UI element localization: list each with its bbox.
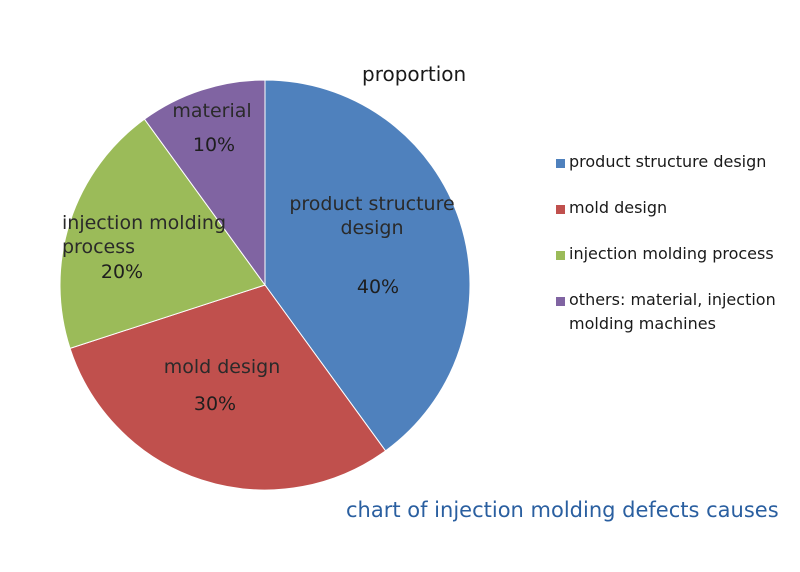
legend-label: mold design [569, 198, 668, 217]
slice-percent-label: 10% [193, 134, 235, 156]
slice-label: mold design [164, 356, 281, 378]
chart-legend: product structure design mold design inj… [556, 150, 796, 336]
slice-label: material [172, 100, 251, 122]
legend-swatch [556, 297, 565, 306]
legend-label: injection molding process [569, 244, 774, 263]
legend-swatch [556, 205, 565, 214]
legend-swatch [556, 159, 565, 168]
legend-label: others: material, injection molding mach… [569, 290, 776, 333]
legend-item-others: others: material, injection molding mach… [556, 288, 796, 336]
pie-slice-product-structure-design [264, 79, 471, 452]
chart-caption: chart of injection molding defects cause… [346, 498, 779, 522]
slice-percent-label: 30% [194, 393, 236, 415]
legend-label: product structure design [569, 152, 767, 171]
legend-swatch [556, 251, 565, 260]
slice-percent-label: 20% [101, 261, 143, 283]
chart-title: proportion [362, 62, 467, 86]
pie-slice-mold-design [69, 284, 387, 491]
pie-slice-injection-molding-process [59, 118, 266, 349]
slice-percent-label: 40% [357, 276, 399, 298]
legend-item-mold-design: mold design [556, 196, 796, 220]
legend-item-product-structure-design: product structure design [556, 150, 796, 174]
pie-slice-others [143, 79, 266, 287]
legend-item-injection-molding-process: injection molding process [556, 242, 796, 266]
